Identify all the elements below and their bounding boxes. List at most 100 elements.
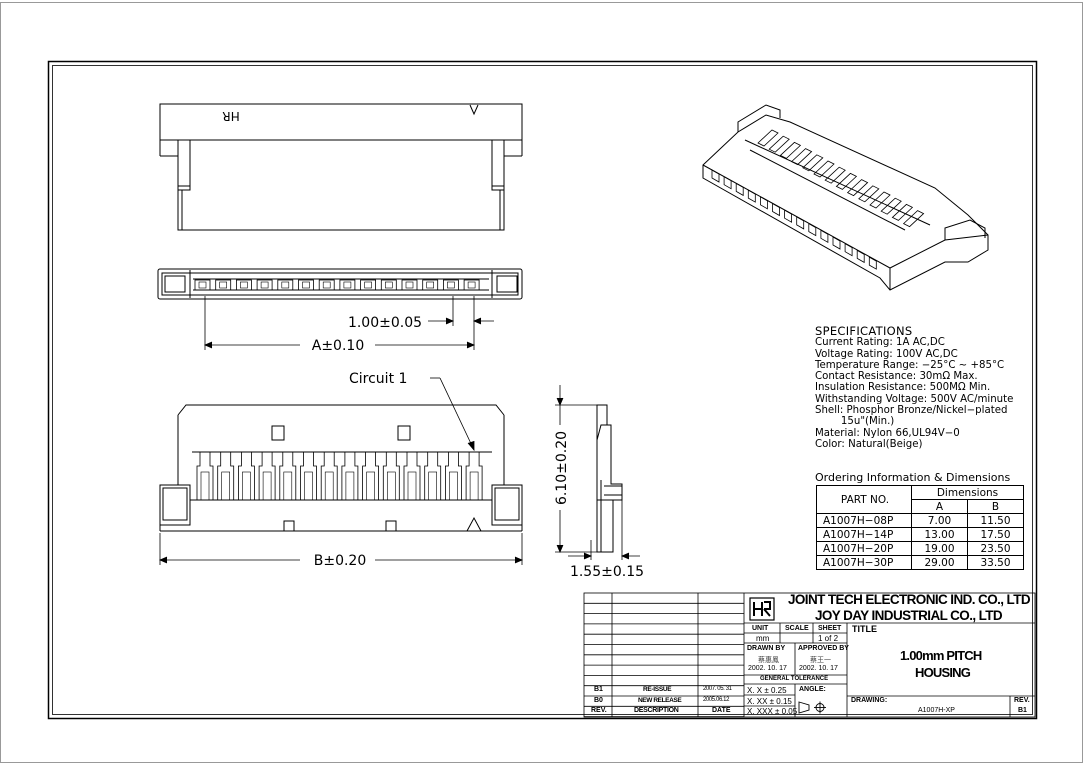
housing-tooth [341, 452, 359, 500]
tooth-slot [386, 471, 396, 501]
header-a: A [911, 499, 968, 514]
circuit-1-label: Circuit 1 [349, 371, 407, 387]
housing-tooth [217, 452, 235, 500]
iso-contact-slot [772, 202, 780, 217]
contact-pin-window [384, 281, 393, 289]
spec-temperature-range: Temperature Range: −25°C ~ +85°C [815, 359, 1005, 371]
contact-pin-window [426, 281, 435, 289]
housing-tooth [382, 452, 400, 500]
part-no-cell: A1007H−20P [816, 541, 912, 556]
dim-a-cell: 7.00 [911, 513, 968, 528]
drawn-date: 2002. 10. 17 [748, 665, 787, 672]
iso-rib [790, 148, 813, 166]
tooth-slot [262, 471, 272, 501]
a-dimension [203, 296, 476, 350]
depth-dimension [568, 500, 640, 560]
iso-contact-slot [735, 182, 744, 197]
contact-pin [339, 279, 356, 291]
iso-rib [902, 210, 925, 228]
contact-pin [442, 279, 459, 291]
iso-rib [779, 141, 802, 159]
iso-contact-slot [856, 249, 865, 264]
rev-header: REV. [591, 707, 607, 714]
tooth-slot [304, 471, 313, 501]
isometric-ribs [757, 129, 925, 228]
contact-pin-window [260, 281, 269, 289]
spec-shell: Shell: Phosphor Bronze/Nickel−plated [815, 405, 1008, 417]
contact-pin-window [343, 281, 352, 289]
isometric-view [702, 104, 989, 291]
scale-label: SCALE [785, 625, 809, 632]
tolerance-3: X. XXX ± 0.05 [747, 707, 798, 716]
iso-contact-slot [844, 243, 853, 257]
drawing-title-line-2: HOUSING [915, 665, 971, 680]
tooth-slot [283, 471, 293, 501]
spec-color: Color: Natural(Beige) [815, 438, 923, 450]
dim-b-cell: 11.50 [967, 513, 1024, 528]
rev-row-1-date: 2007. 05. 31 [703, 686, 732, 692]
contact-pin [463, 279, 480, 291]
ordering-table: PART NO. Dimensions A B A1007H−08P 7.00 … [816, 485, 1024, 570]
title-label: TITLE [852, 624, 877, 634]
specifications-block: SPECIFICATIONS Current Rating: 1A AC,DC … [815, 325, 1037, 450]
table-row: A1007H−08P 7.00 11.50 [816, 513, 1024, 528]
spec-voltage-rating: Voltage Rating: 100V AC,DC [815, 348, 958, 360]
iso-rib [869, 191, 891, 209]
iso-rib [835, 172, 858, 190]
contact-pin-window [405, 281, 414, 289]
general-tolerance-label: GENERAL TOLERANCE [760, 676, 829, 682]
drawing-number-label: DRAWING: [851, 697, 888, 704]
drawing-inner-border [52, 65, 1033, 715]
tolerance-1: X. X ± 0.25 [747, 686, 787, 695]
iso-contact-slot [747, 189, 756, 203]
description-header: DESCRIPTION [634, 707, 679, 714]
dim-a-cell: 19.00 [911, 541, 968, 556]
projection-angle-icon [798, 701, 826, 714]
drawing-border [47, 60, 1038, 720]
company-logo [749, 597, 775, 621]
rev-row-1-rev: B1 [594, 686, 603, 693]
iso-rib [813, 160, 835, 178]
iso-contact-slot [808, 222, 817, 237]
rev-row-2-desc: NEW RELEASE [638, 697, 682, 704]
spec-insulation-resistance: Insulation Resistance: 500MΩ Min. [815, 382, 991, 394]
hr-mark: HR [222, 109, 239, 123]
tooth-slot [366, 471, 375, 501]
pitch-dim-label: 1.00±0.05 [348, 315, 422, 331]
contact-pin-window [219, 281, 227, 289]
sheet-value: 1 of 2 [818, 634, 839, 643]
iso-contact-slot [820, 229, 829, 243]
isometric-slots [711, 169, 877, 270]
housing-tooth [279, 452, 297, 500]
b-dimension [158, 533, 524, 565]
iso-rib [802, 154, 824, 172]
housing-tooth [403, 452, 421, 500]
contact-pin-window [198, 281, 207, 289]
approved-name: 蔡王一 [810, 657, 831, 664]
iso-rib [757, 129, 779, 147]
spec-current-rating: Current Rating: 1A AC,DC [815, 337, 945, 349]
tooth-slot [221, 471, 230, 501]
drawing-number: A1007H-XP [918, 707, 955, 714]
header-dimensions: Dimensions [911, 485, 1024, 500]
sheet-label: SHEET [818, 625, 842, 632]
contact-pin [318, 279, 335, 291]
contact-pin [235, 279, 252, 291]
angle-label: ANGLE: [799, 686, 826, 693]
iso-contact-slot [784, 209, 792, 223]
approved-by-label: APPROVED BY [798, 645, 849, 652]
iso-rib [824, 166, 846, 184]
contact-pin [298, 279, 314, 291]
dim-a-cell: 29.00 [911, 555, 968, 570]
spec-withstanding-voltage: Withstanding Voltage: 500V AC/minute [815, 393, 1014, 405]
drawn-name: 蔡惠鳳 [758, 657, 779, 664]
depth-dim-label: 1.55±0.15 [570, 564, 644, 580]
dim-a-cell: 13.00 [911, 527, 968, 542]
tooth-slot [469, 471, 479, 501]
part-no-cell: A1007H−14P [816, 527, 912, 542]
tooth-slot [200, 471, 210, 501]
housing-tooth [424, 452, 442, 500]
contact-pin [215, 279, 232, 291]
ordering-title: Ordering Information & Dimensions [815, 471, 1011, 484]
contact-pin [401, 279, 418, 291]
